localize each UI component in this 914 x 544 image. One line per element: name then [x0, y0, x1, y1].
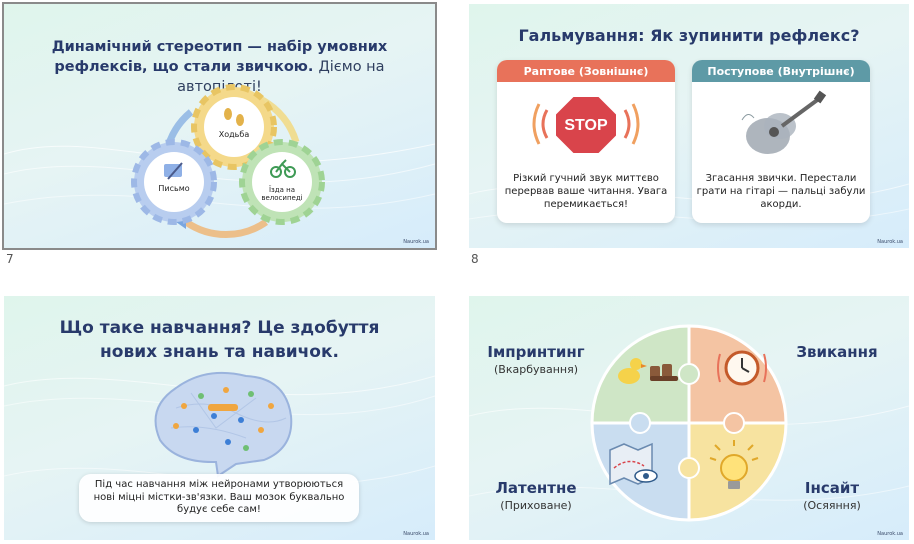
card-sudden: Раптове (Зовнішнє) STOP Різкий гучний зв… [497, 60, 675, 223]
brain-icon [154, 371, 293, 478]
slide-thumbnail-7[interactable]: Динамічний стереотип — набір умовних реф… [2, 2, 437, 250]
footprints-icon [224, 108, 244, 126]
gear-walking [191, 84, 277, 170]
cycle-arrow-bottom [184, 219, 268, 238]
brand-logo: Naurok.ua [403, 239, 429, 245]
puzzle-circle [590, 324, 788, 522]
guitar-icon [741, 90, 827, 154]
slide-title: Гальмування: Як зупинити рефлекс? [518, 26, 860, 45]
card-header-gradual: Поступове (Внутрішнє) [692, 60, 870, 82]
brand-logo: Naurok.ua [877, 531, 903, 537]
slide-thumbnail-8[interactable]: Гальмування: Як зупинити рефлекс? Раптов… [469, 4, 909, 248]
gear-label-writing: Письмо [158, 184, 190, 193]
label-imprinting: Імпринтинг (Вкарбування) [481, 343, 591, 376]
puzzle-piece-imprinting [590, 324, 691, 425]
label-insight: Інсайт (Осяяння) [787, 479, 877, 512]
label-insight-title: Інсайт [804, 479, 860, 497]
slide-number-8: 8 [471, 252, 479, 266]
gear-cycling [239, 139, 325, 225]
lightbulb-icon [709, 440, 759, 489]
label-imprinting-title: Імпринтинг [487, 343, 585, 361]
label-habituation: Звикання [787, 343, 887, 361]
slide-title: Що таке навчання? Це здобуття нових знан… [59, 318, 380, 362]
pen-writing-icon [164, 162, 183, 180]
gear-writing [131, 139, 217, 225]
brand-logo: Naurok.ua [403, 531, 429, 537]
slide-thumbnail-9[interactable]: Що таке навчання? Це здобуття нових знан… [4, 296, 435, 540]
card-text-gradual: Згасання звички. Перестали грати на гіта… [696, 173, 866, 210]
gear-label-cycling: Їзда на велосипеді [261, 186, 303, 202]
card-text-sudden: Різкий гучний звук миттєво перервав ваше… [504, 173, 668, 210]
label-latent-subtitle: (Приховане) [500, 499, 572, 512]
label-insight-subtitle: (Осяяння) [803, 499, 861, 512]
title-main: Динамічний стереотип — набір умовних реф… [51, 39, 388, 75]
slide-title: Динамічний стереотип — набір умовних реф… [44, 37, 395, 97]
info-bubble: Під час навчання між нейронами утворюють… [79, 474, 359, 522]
label-latent-title: Латентне [495, 479, 577, 497]
clock-icon [717, 350, 767, 386]
label-latent: Латентне (Приховане) [491, 479, 581, 512]
bicycle-icon [270, 159, 296, 178]
map-eye-icon [609, 442, 658, 486]
duckling-boots-icon [618, 358, 678, 384]
brand-logo: Naurok.ua [877, 239, 903, 245]
slide-number-7: 7 [6, 252, 14, 266]
svg-text:STOP: STOP [564, 117, 608, 134]
label-habituation-title: Звикання [796, 343, 878, 361]
stop-sign-icon: STOP [532, 95, 640, 155]
slide-thumbnail-10[interactable]: Імпринтинг (Вкарбування) Звикання Латент… [469, 296, 909, 540]
card-gradual: Поступове (Внутрішнє) Згасання звички. П… [692, 60, 870, 223]
gears-diagram [131, 84, 325, 238]
card-header-sudden: Раптове (Зовнішнє) [497, 60, 675, 82]
gear-label-walking: Ходьба [218, 130, 250, 139]
label-imprinting-subtitle: (Вкарбування) [493, 363, 578, 376]
